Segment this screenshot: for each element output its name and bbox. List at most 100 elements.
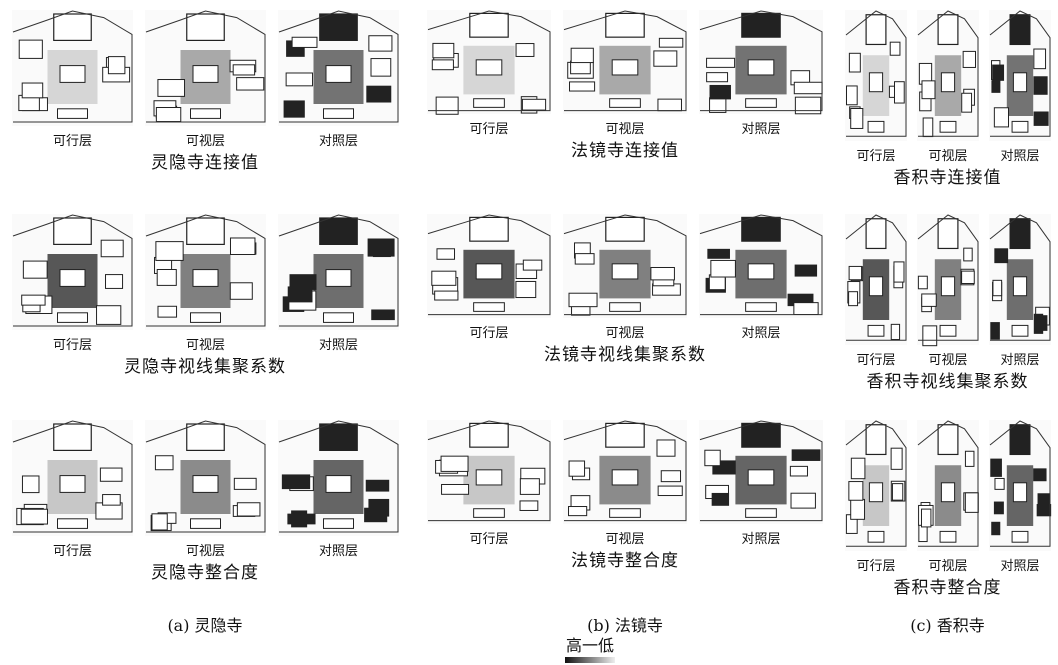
gate-block (1011, 324, 1029, 337)
gate-block (867, 530, 885, 543)
building-block (893, 261, 905, 283)
building-block (921, 293, 937, 307)
main-hall (611, 59, 639, 76)
building-block (1037, 493, 1051, 513)
plan-panel (276, 212, 401, 332)
building-block (992, 279, 1003, 297)
building-block (107, 56, 126, 75)
building-block (431, 270, 457, 286)
hall-block (469, 422, 509, 448)
site-boundary (427, 214, 551, 316)
hall-block (186, 13, 225, 41)
plan-map (845, 214, 907, 345)
layer-label: 对照层 (1000, 559, 1040, 574)
plan-panel (843, 418, 909, 553)
building-block (917, 275, 928, 290)
main-hall (59, 65, 86, 83)
site-boundary (12, 214, 133, 327)
building-block (964, 450, 975, 467)
building-block (964, 492, 979, 513)
plan-panel (276, 418, 401, 538)
building-block (992, 64, 1005, 81)
layer-label: 可行层 (469, 122, 509, 137)
gate-block (1011, 120, 1029, 133)
layer-label: 可视层 (605, 326, 645, 341)
site-boundary (989, 420, 1051, 547)
building-block (653, 50, 678, 67)
gate-block (473, 302, 505, 312)
legend-label: 高一低 (565, 636, 614, 655)
plan-panel (843, 212, 909, 347)
building-block (370, 58, 392, 77)
building-block (21, 82, 44, 99)
row-title: 香积寺整合度 (893, 578, 1002, 598)
building-block (1033, 313, 1044, 334)
building-block (657, 485, 683, 497)
building-block (105, 274, 124, 289)
hall-block (1009, 14, 1031, 46)
building-block (848, 52, 861, 73)
site-boundary (917, 214, 979, 341)
building-block (156, 269, 177, 286)
plan-map (563, 10, 687, 114)
building-block (435, 96, 459, 115)
building-block (656, 439, 676, 457)
building-block (236, 502, 261, 517)
gate-block (473, 508, 505, 518)
plan-map (989, 10, 1051, 141)
legend-gradient-bar (565, 657, 615, 663)
main-hall (1012, 482, 1028, 503)
plan-map (427, 420, 551, 524)
building-block (515, 43, 535, 57)
main-hall (325, 269, 352, 287)
building-block (431, 59, 454, 71)
plan-map (917, 214, 979, 347)
main-hall (611, 263, 639, 280)
plan-map (699, 10, 823, 115)
layer-label: 可视层 (185, 134, 225, 149)
row-title: 法镜寺连接值 (571, 141, 679, 161)
building-block (236, 77, 265, 91)
plan-panel (561, 212, 689, 320)
layer-label: 可视层 (928, 149, 968, 164)
gate-block (57, 518, 88, 529)
plan-map (917, 10, 979, 141)
layer-label: 可视层 (605, 122, 645, 137)
building-block (291, 36, 318, 48)
building-block (371, 309, 395, 321)
plan-panel (843, 8, 909, 143)
building-block (848, 265, 863, 281)
hall-block (865, 14, 887, 46)
building-block (574, 253, 595, 265)
plan-panel (143, 418, 268, 538)
layer-label: 可视层 (928, 559, 968, 574)
site-boundary (699, 420, 823, 522)
plan-panel (425, 212, 553, 320)
site-boundary (699, 214, 823, 316)
gate-block (473, 98, 505, 108)
gate-block (745, 302, 777, 312)
building-block (155, 107, 182, 123)
building-block (704, 449, 721, 467)
gate-block (190, 108, 221, 119)
building-block (367, 238, 395, 257)
building-block (20, 508, 48, 525)
layer-label: 可视层 (185, 338, 225, 353)
site-boundary (845, 420, 907, 547)
plan-panel (987, 418, 1053, 553)
plan-map (989, 214, 1051, 345)
hall-block (937, 424, 959, 456)
hall-block (469, 12, 509, 38)
row-title: 香积寺连接值 (893, 168, 1002, 188)
site-boundary (12, 10, 133, 123)
gate-block (939, 324, 957, 337)
building-block (711, 492, 730, 506)
layer-label: 对照层 (318, 338, 358, 353)
layer-label: 可行层 (856, 353, 896, 368)
site-boundary (563, 420, 687, 522)
building-block (291, 510, 308, 528)
building-block (848, 481, 864, 501)
gate-block (745, 98, 777, 108)
building-block (850, 498, 866, 520)
gate-block (745, 508, 777, 518)
